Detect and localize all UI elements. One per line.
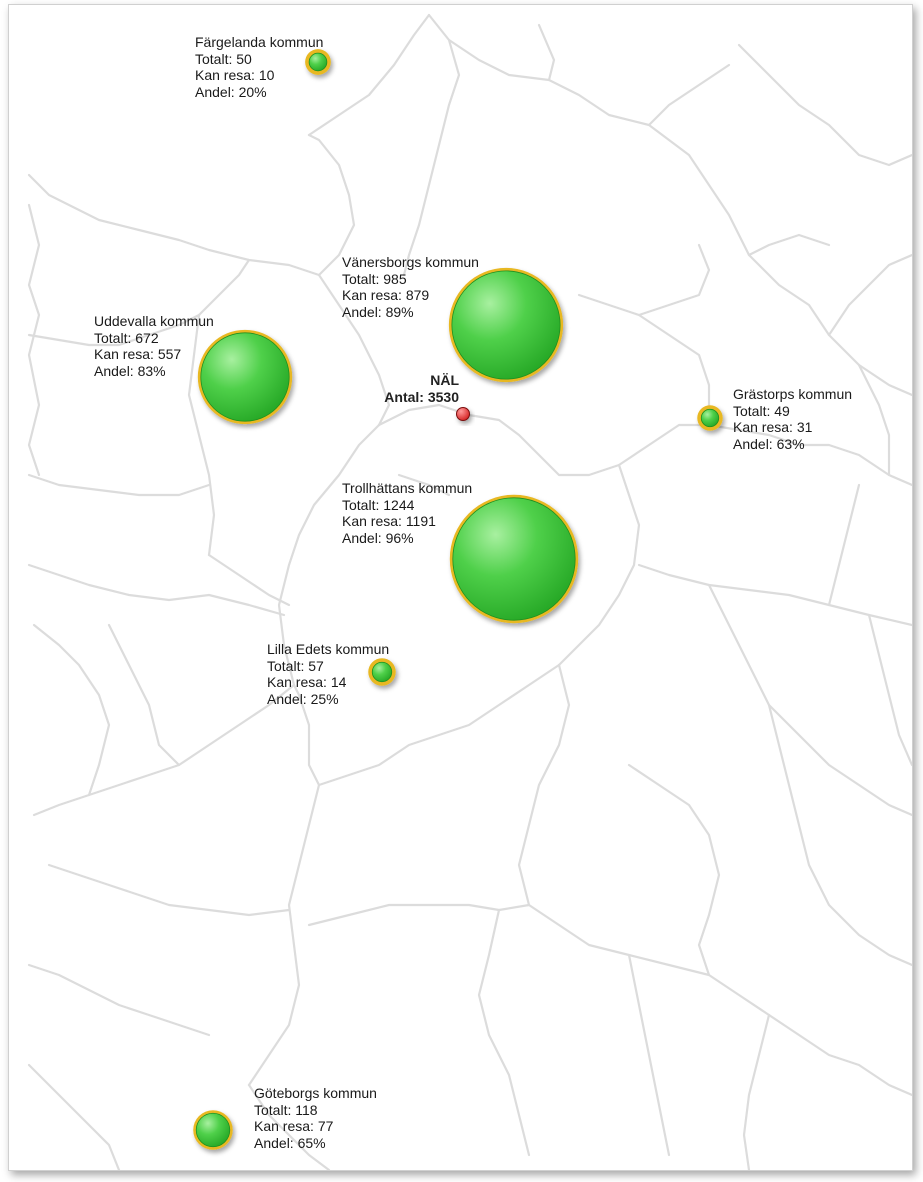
hub-marker[interactable] xyxy=(456,407,470,421)
municipality-name: Färgelanda kommun xyxy=(195,34,324,50)
label-vanersborg: Vänersborgs kommun Totalt: 985 Kan resa:… xyxy=(342,254,479,320)
bubble-fargelanda[interactable] xyxy=(305,49,331,75)
municipality-total: Totalt: 49 xyxy=(733,402,790,419)
municipality-total: Totalt: 57 xyxy=(267,657,324,674)
municipality-name: Göteborgs kommun xyxy=(254,1085,377,1101)
municipality-share: Andel: 65% xyxy=(254,1134,326,1151)
municipality-share: Andel: 20% xyxy=(195,83,267,100)
bubble-goteborg[interactable] xyxy=(193,1110,233,1150)
label-fargelanda: Färgelanda kommun Totalt: 50 Kan resa: 1… xyxy=(195,34,323,100)
municipality-bubbles xyxy=(193,49,723,1150)
bubble-fill[interactable] xyxy=(451,270,561,380)
bubble-fill[interactable] xyxy=(308,52,328,72)
bubble-lilla-edet[interactable] xyxy=(368,658,396,686)
label-trollhattan: Trollhättans kommun Totalt: 1244 Kan res… xyxy=(342,480,472,546)
municipality-can-travel: Kan resa: 31 xyxy=(733,419,813,435)
municipality-total: Totalt: 985 xyxy=(342,270,407,287)
municipality-can-travel: Kan resa: 879 xyxy=(342,287,430,303)
municipality-name: Grästorps kommun xyxy=(733,386,853,402)
municipality-can-travel: Kan resa: 77 xyxy=(254,1118,334,1134)
label-uddevalla: Uddevalla kommun Totalt: 672 Kan resa: 5… xyxy=(94,313,214,379)
municipality-total: Totalt: 1244 xyxy=(342,496,415,513)
municipality-name: Trollhättans kommun xyxy=(342,480,473,496)
municipality-total: Totalt: 118 xyxy=(254,1101,318,1118)
map-canvas xyxy=(27,13,912,1170)
municipality-share: Andel: 63% xyxy=(733,435,805,452)
map-frame: NÄL Antal: 3530 Färgelanda kommun Totalt… xyxy=(8,4,913,1171)
municipality-name: Vänersborgs kommun xyxy=(342,254,479,270)
label-goteborg: Göteborgs kommun Totalt: 118 Kan resa: 7… xyxy=(254,1085,377,1151)
bubble-trollhattan[interactable] xyxy=(449,494,579,624)
municipality-can-travel: Kan resa: 1191 xyxy=(342,513,436,529)
municipality-share: Andel: 96% xyxy=(342,529,414,546)
municipality-total: Totalt: 50 xyxy=(195,50,252,67)
municipality-name: Uddevalla kommun xyxy=(94,313,214,329)
hub-label: NÄL Antal: 3530 xyxy=(364,372,459,406)
bubble-uddevalla[interactable] xyxy=(197,329,293,425)
municipality-can-travel: Kan resa: 10 xyxy=(195,67,275,83)
bubble-fill[interactable] xyxy=(200,332,290,422)
label-grastorp: Grästorps kommun Totalt: 49 Kan resa: 31… xyxy=(733,386,852,452)
municipality-total: Totalt: 672 xyxy=(94,329,159,346)
bubble-fill[interactable] xyxy=(452,497,576,621)
municipality-share: Andel: 89% xyxy=(342,303,414,320)
bubble-grastorp[interactable] xyxy=(697,405,723,431)
municipality-can-travel: Kan resa: 557 xyxy=(94,346,182,362)
municipality-can-travel: Kan resa: 14 xyxy=(267,674,347,690)
hub-name: NÄL xyxy=(430,372,459,388)
label-lilla-edet: Lilla Edets kommun Totalt: 57 Kan resa: … xyxy=(267,641,389,707)
bubble-vanersborg[interactable] xyxy=(448,267,564,383)
hub-count: Antal: 3530 xyxy=(384,389,459,405)
municipality-name: Lilla Edets kommun xyxy=(267,641,390,657)
bubble-fill[interactable] xyxy=(700,408,720,428)
hub-point-icon[interactable] xyxy=(456,407,470,421)
municipality-borders xyxy=(27,13,912,1170)
bubble-fill[interactable] xyxy=(195,1112,231,1148)
municipality-share: Andel: 83% xyxy=(94,362,166,379)
bubble-fill[interactable] xyxy=(371,661,393,683)
municipality-share: Andel: 25% xyxy=(267,690,339,707)
